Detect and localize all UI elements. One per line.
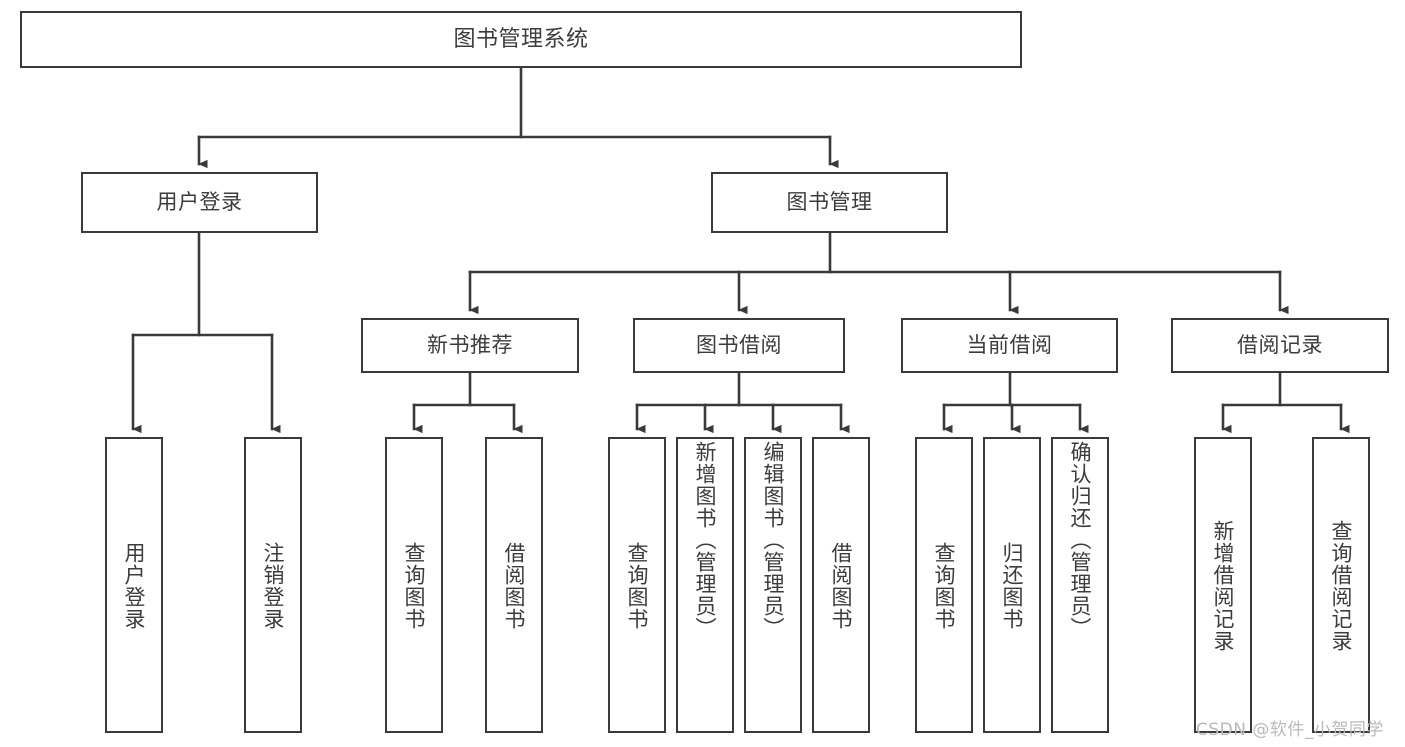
node-label: 用户登录 <box>156 190 243 215</box>
leaf-borrow-edit-book-admin[interactable]: 编辑图书（管理员） <box>744 437 802 733</box>
node-user-login[interactable]: 用户登录 <box>81 172 318 233</box>
node-label: 新增图书（管理员） <box>693 441 718 639</box>
leaf-logout[interactable]: 注销登录 <box>244 437 302 733</box>
node-label: 编辑图书（管理员） <box>761 441 786 639</box>
leaf-current-return-book[interactable]: 归还图书 <box>983 437 1041 733</box>
node-label: 查询图书 <box>932 542 957 630</box>
node-book-borrow[interactable]: 图书借阅 <box>633 318 845 373</box>
leaf-new-book-query-book[interactable]: 查询图书 <box>385 437 443 733</box>
leaf-current-query-book[interactable]: 查询图书 <box>915 437 973 733</box>
leaf-current-confirm-return-admin[interactable]: 确认归还（管理员） <box>1051 437 1109 733</box>
node-label: 借阅记录 <box>1237 333 1323 358</box>
node-label: 查询图书 <box>625 542 650 630</box>
leaf-borrow-add-book-admin[interactable]: 新增图书（管理员） <box>676 437 734 733</box>
node-label: 注销登录 <box>261 542 286 630</box>
leaf-record-query-borrow-record[interactable]: 查询借阅记录 <box>1312 437 1370 733</box>
node-label: 归还图书 <box>1000 542 1025 630</box>
csdn-watermark: CSDN @软件_小贺同学 <box>1196 720 1384 740</box>
node-label: 新增借阅记录 <box>1211 520 1236 652</box>
leaf-user-login[interactable]: 用户登录 <box>105 437 163 733</box>
leaf-borrow-borrow-book[interactable]: 借阅图书 <box>812 437 870 733</box>
leaf-record-add-borrow-record[interactable]: 新增借阅记录 <box>1194 437 1252 733</box>
node-current-borrow[interactable]: 当前借阅 <box>901 318 1118 373</box>
node-label: 用户登录 <box>122 542 147 630</box>
node-label: 新书推荐 <box>427 333 513 358</box>
node-root-book-management-system[interactable]: 图书管理系统 <box>20 11 1022 68</box>
node-label: 查询图书 <box>402 542 427 630</box>
node-label: 图书管理 <box>786 190 873 215</box>
node-label: 借阅图书 <box>502 542 527 630</box>
leaf-new-book-borrow-book[interactable]: 借阅图书 <box>485 437 543 733</box>
node-label: 图书管理系统 <box>453 26 589 52</box>
node-label: 确认归还（管理员） <box>1068 441 1093 639</box>
node-book-management[interactable]: 图书管理 <box>711 172 948 233</box>
node-borrow-record[interactable]: 借阅记录 <box>1171 318 1389 373</box>
node-label: 借阅图书 <box>829 542 854 630</box>
node-new-book-recommend[interactable]: 新书推荐 <box>361 318 579 373</box>
leaf-borrow-query-book[interactable]: 查询图书 <box>608 437 666 733</box>
node-label: 查询借阅记录 <box>1329 520 1354 652</box>
node-label: 当前借阅 <box>966 333 1053 358</box>
node-label: 图书借阅 <box>696 333 782 358</box>
